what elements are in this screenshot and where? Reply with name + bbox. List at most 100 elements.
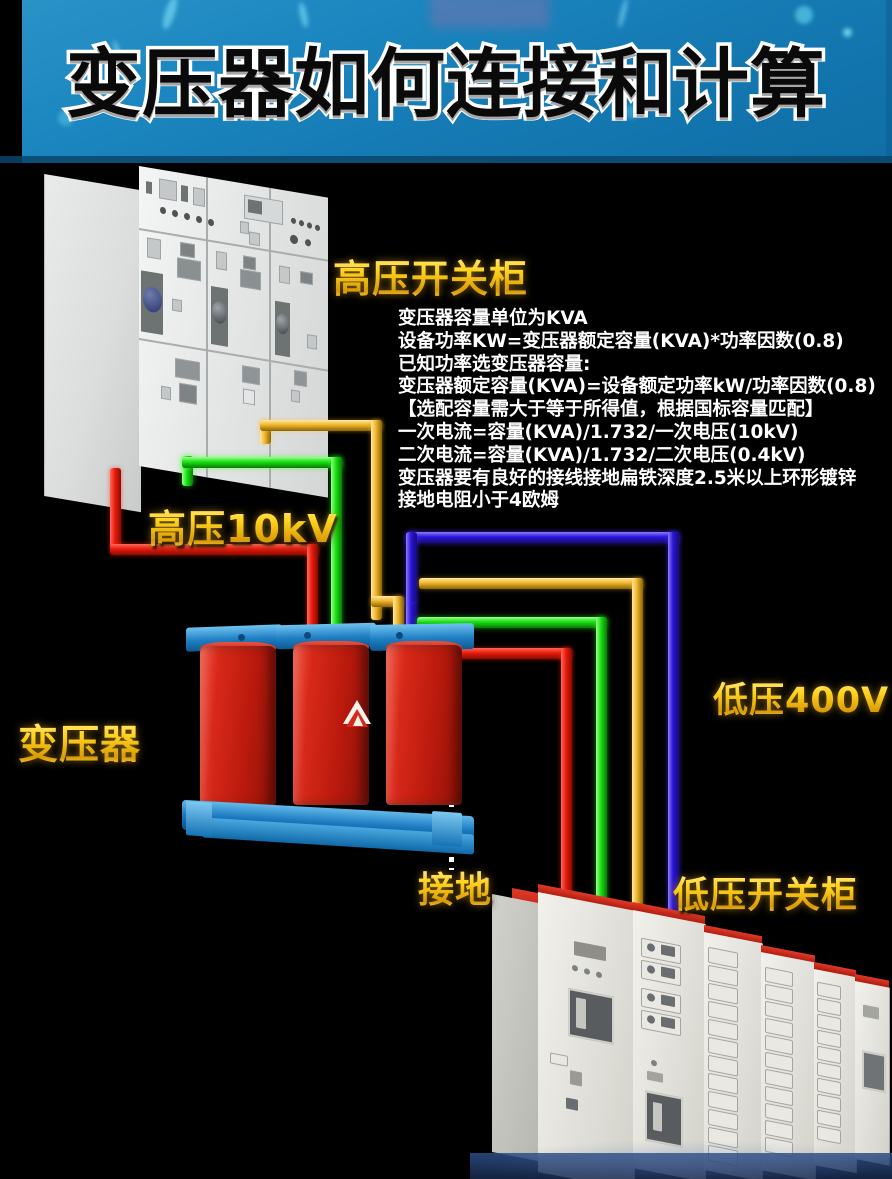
hv-handle[interactable] [216, 250, 227, 271]
hv-cable-red [110, 544, 318, 555]
hv-cable-green [331, 457, 342, 639]
transformer-bolt [396, 632, 403, 639]
label-hv-cabinet: 高压开关柜 [333, 248, 528, 303]
hv-cable-red [110, 468, 121, 548]
lv-label-plate [550, 1052, 568, 1067]
hv-button[interactable] [184, 212, 190, 221]
hv-panel-divider [139, 338, 328, 372]
lv-cable-yellow [632, 578, 643, 1078]
lv-indicator-light [584, 967, 590, 976]
hv-label-plate [242, 365, 260, 386]
formula-line: 一次电流=容量(KVA)/1.732/一次电压(10kV) [398, 421, 799, 443]
transformer-coil [200, 646, 276, 806]
hv-handle[interactable] [147, 237, 161, 260]
hv-indicator-icon [181, 185, 188, 203]
formula-line: 变压器要有良好的接线接地扁铁深度2.5米以上环形镀锌 [398, 467, 857, 489]
lv-cable-green [596, 617, 607, 1084]
hv-cabinet-side-panel [44, 174, 141, 513]
lv-indicator-light [651, 1059, 657, 1067]
label-lv-cabinet: 低压开关柜 [673, 866, 858, 918]
hv-cable-yellow [371, 420, 382, 620]
formula-line: 二次电流=容量(KVA)/1.732/二次电压(0.4kV) [398, 444, 806, 466]
lv-panel [538, 892, 635, 1179]
transformer-bolt [304, 632, 311, 639]
hv-button[interactable] [196, 215, 202, 224]
hv-button[interactable] [315, 224, 320, 232]
lv-cable-blue [406, 532, 417, 602]
lv-cabinet-side-panel [492, 894, 538, 1161]
hv-cable-yellow [371, 596, 403, 607]
banner-sparkle-icon [58, 110, 74, 126]
hv-handle[interactable] [243, 388, 255, 406]
hv-display-screen [248, 199, 262, 215]
formula-line: 【选配容量需大于等于所得值，根据国标容量匹配】 [398, 399, 824, 421]
lv-breaker [653, 1101, 662, 1132]
title-banner: 变压器如何连接和计算 [0, 0, 892, 163]
transformer-foot [432, 810, 462, 848]
lv-indicator-light [596, 971, 602, 979]
lv-label-plate [647, 1070, 663, 1083]
hv-panel-divider [139, 228, 328, 262]
transformer-bolt [238, 634, 245, 641]
hv-label-plate [294, 369, 307, 388]
lv-switch[interactable] [566, 1097, 578, 1111]
hv-handle[interactable] [279, 265, 290, 285]
hv-button[interactable] [291, 217, 296, 225]
hv-button[interactable] [172, 209, 178, 218]
hv-indicator-icon [146, 181, 152, 195]
formula-line: 变压器额定容量(KVA)=设备额定功率kW/功率因数(0.8) [398, 376, 876, 398]
banner-sparkle-icon [616, 0, 630, 29]
lv-switchgear-cabinet [492, 880, 892, 1179]
hv-cable-yellow [393, 596, 404, 636]
banner-left-edge [0, 0, 22, 163]
hv-cable-green [182, 457, 342, 468]
label-ground: 接地 [418, 861, 492, 913]
banner-sparkle-icon [843, 28, 852, 37]
hv-button[interactable] [299, 219, 304, 227]
lv-brand-logo [574, 940, 606, 962]
banner-sparkle-icon [297, 1, 310, 29]
hv-switchgear-cabinet [44, 166, 328, 513]
lv-cable-blue [406, 532, 679, 543]
hv-meter [193, 187, 205, 208]
banner-sparkle-icon [795, 6, 813, 24]
hv-lever[interactable] [172, 298, 182, 313]
hv-handle[interactable] [291, 389, 300, 403]
hv-switch[interactable] [240, 220, 249, 235]
lv-cable-blue [668, 532, 679, 1075]
lv-cable-yellow [419, 578, 643, 589]
lv-breaker-window [568, 987, 614, 1045]
hv-button[interactable] [160, 206, 166, 215]
hv-lever[interactable] [307, 334, 317, 350]
high-voltage-warning-icon [353, 715, 363, 726]
lv-cable-green [417, 617, 606, 628]
hv-switch[interactable] [249, 231, 260, 247]
lv-cable-red [441, 648, 571, 659]
formula-line: 接地电阻小于4欧姆 [398, 490, 559, 512]
banner-sparkle-icon [625, 105, 639, 119]
label-lv-voltage: 低压400V [713, 672, 889, 723]
lv-label-plate [570, 1070, 582, 1087]
hv-button[interactable] [290, 234, 298, 245]
label-hv-voltage: 高压10kV [148, 498, 338, 553]
dry-type-transformer [180, 612, 480, 860]
hv-button[interactable] [307, 222, 312, 229]
hv-button[interactable] [208, 218, 214, 227]
formula-line: 变压器容量单位为KVA [398, 308, 588, 329]
hv-label-plate [180, 241, 195, 259]
lv-cable-red [561, 648, 572, 1088]
hv-label-plate [240, 268, 261, 291]
hv-handle[interactable] [161, 385, 171, 401]
lv-panel [855, 981, 890, 1166]
transformer-coil [386, 645, 462, 805]
label-transformer: 变压器 [18, 712, 141, 770]
hv-label-plate [243, 255, 256, 271]
lv-cabinet-body [492, 880, 892, 1179]
floor-shadow [470, 1153, 892, 1179]
hv-label-plate [177, 257, 201, 282]
hv-button[interactable] [305, 238, 311, 247]
hv-label-plate [179, 382, 197, 405]
hv-label-plate [175, 358, 200, 382]
hv-meter [159, 178, 177, 202]
